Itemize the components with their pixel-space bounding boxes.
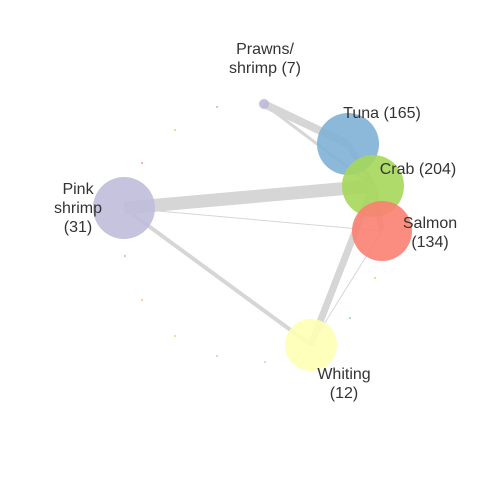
isolated-node-dot bbox=[216, 106, 218, 108]
edge-pink-whiting bbox=[122, 206, 313, 347]
node-label-line: Pink bbox=[62, 181, 94, 198]
isolated-node-dot bbox=[264, 361, 266, 363]
node-label-pink: Pink shrimp (31) bbox=[54, 181, 102, 236]
node-label-tuna: Tuna (165) bbox=[343, 105, 421, 122]
isolated-node-dot bbox=[374, 277, 376, 279]
edge-pink-salmon bbox=[123, 207, 383, 232]
isolated-node-dot bbox=[141, 162, 143, 164]
node-label-line: (134) bbox=[411, 234, 448, 251]
node-salmon bbox=[352, 201, 412, 261]
node-label-salmon: Salmon (134) bbox=[403, 215, 457, 251]
isolated-node-dot bbox=[174, 335, 176, 337]
node-crab bbox=[342, 155, 404, 217]
isolated-node-dot bbox=[124, 255, 126, 257]
node-label-line: Salmon bbox=[403, 215, 457, 232]
node-label-line: shrimp (7) bbox=[229, 60, 301, 77]
isolated-node-dot bbox=[349, 317, 351, 319]
edge-pink-crab bbox=[123, 179, 374, 215]
node-label-line: (31) bbox=[64, 219, 92, 236]
nodes-layer bbox=[93, 99, 412, 371]
labels-layer: Prawns/shrimp (7) Tuna (165) Crab (204) Sal… bbox=[54, 41, 457, 402]
node-label-whiting: Whiting (12) bbox=[317, 366, 370, 402]
node-label-prawns: Prawns/shrimp (7) bbox=[229, 41, 301, 77]
isolated-node-dot bbox=[174, 129, 176, 131]
node-label-line: (12) bbox=[330, 385, 358, 402]
node-label-line: shrimp bbox=[54, 200, 102, 217]
node-label-crab: Crab (204) bbox=[380, 161, 456, 178]
isolated-node-dot bbox=[216, 355, 218, 357]
node-label-line: Crab (204) bbox=[380, 161, 456, 178]
node-pink bbox=[93, 177, 155, 239]
node-label-line: Whiting bbox=[317, 366, 370, 383]
node-prawns bbox=[259, 99, 269, 109]
node-label-line: Tuna (165) bbox=[343, 105, 421, 122]
isolated-dots-layer bbox=[124, 106, 376, 363]
isolated-node-dot bbox=[141, 299, 143, 301]
node-label-line: Prawns/ bbox=[236, 41, 294, 58]
node-whiting bbox=[285, 319, 337, 371]
